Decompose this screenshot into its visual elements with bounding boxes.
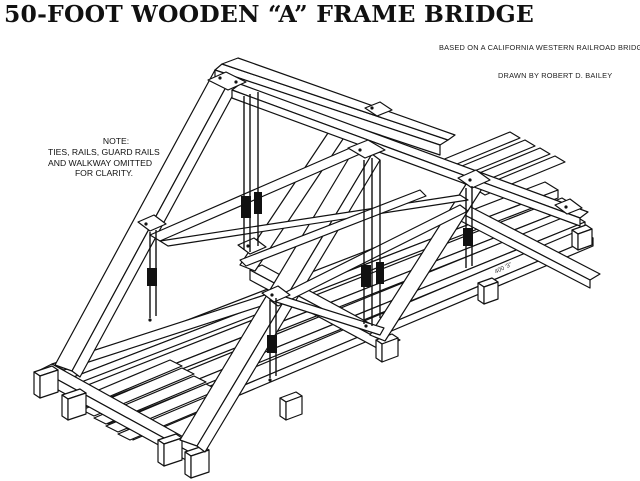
tie-rods bbox=[149, 92, 473, 378]
turnbuckles bbox=[147, 192, 473, 353]
note-heading: NOTE: bbox=[102, 136, 130, 146]
drawing-title: 50-FOOT WOODEN “A” FRAME BRIDGE bbox=[4, 0, 534, 28]
author-credit: DRAWN BY ROBERT D. BAILEY bbox=[498, 71, 613, 80]
source-credit: BASED ON A CALIFORNIA WESTERN RAILROAD B… bbox=[439, 43, 640, 52]
support-blocks bbox=[33, 224, 593, 479]
note-line-3: FOR CLARITY. bbox=[74, 168, 134, 179]
note-line-1: TIES, RAILS, GUARD RAILS bbox=[48, 146, 160, 157]
bolt-heads bbox=[144, 76, 568, 382]
note-line-2: AND WALKWAY OMITTED bbox=[48, 157, 153, 168]
clarity-note: NOTE: TIES, RAILS, GUARD RAILS AND WALKW… bbox=[48, 136, 178, 179]
joint-plates bbox=[137, 71, 583, 303]
